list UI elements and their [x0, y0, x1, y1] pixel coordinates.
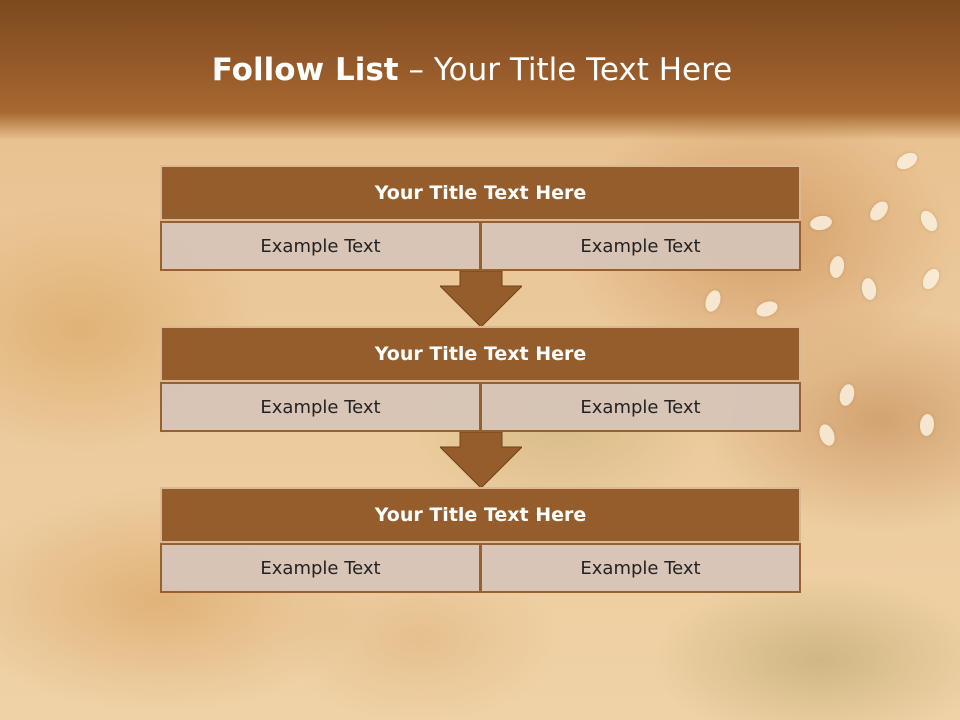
list-block-3: Your Title Text Here Example Text Exampl…: [160, 487, 801, 593]
block-row: Example Text Example Text: [160, 382, 801, 432]
sesame-seed: [860, 276, 878, 302]
sesame-seed: [808, 214, 834, 232]
down-arrow-icon: [440, 271, 522, 327]
block-title: Your Title Text Here: [160, 326, 801, 382]
list-block-2: Your Title Text Here Example Text Exampl…: [160, 326, 801, 432]
sesame-seed: [893, 149, 921, 173]
sesame-seed: [754, 298, 780, 320]
sesame-seed: [917, 207, 941, 235]
block-title: Your Title Text Here: [160, 165, 801, 221]
sesame-seed: [702, 288, 724, 314]
down-arrow-icon: [440, 432, 522, 488]
sesame-seed: [919, 413, 935, 437]
block-cell-left: Example Text: [160, 543, 481, 593]
block-row: Example Text Example Text: [160, 221, 801, 271]
sesame-seed: [866, 198, 892, 224]
block-cell-right: Example Text: [481, 543, 801, 593]
slide-title: Follow List – Your Title Text Here: [0, 52, 944, 88]
block-row: Example Text Example Text: [160, 543, 801, 593]
block-cell-right: Example Text: [481, 382, 801, 432]
sesame-seed: [828, 254, 846, 280]
block-cell-left: Example Text: [160, 382, 481, 432]
sesame-seed: [919, 265, 943, 293]
block-cell-left: Example Text: [160, 221, 481, 271]
slide-title-bold: Follow List: [211, 52, 399, 88]
sesame-seed: [837, 382, 857, 408]
sesame-seed: [816, 422, 838, 448]
list-block-1: Your Title Text Here Example Text Exampl…: [160, 165, 801, 271]
slide-title-rest: – Your Title Text Here: [398, 52, 733, 88]
header-band: [0, 0, 960, 140]
block-title: Your Title Text Here: [160, 487, 801, 543]
block-cell-right: Example Text: [481, 221, 801, 271]
